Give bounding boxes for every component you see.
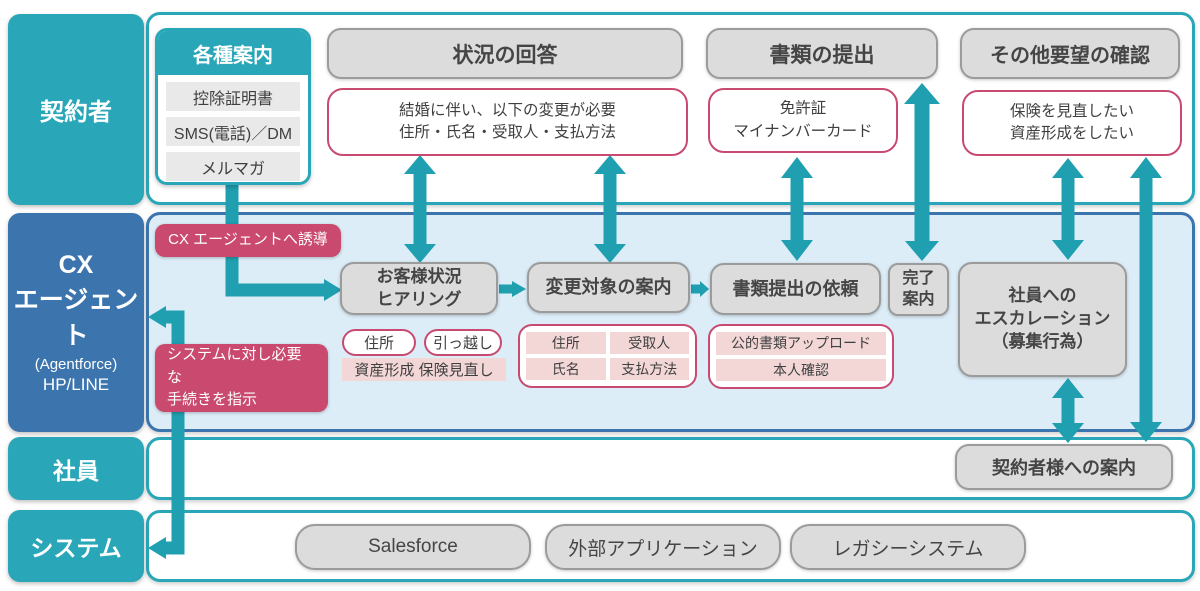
change-cell-address: 住所 — [526, 332, 606, 354]
tag-asset-insurance-strip: 資産形成 保険見直し — [342, 358, 506, 381]
change-cell-beneficiary: 受取人 — [609, 332, 689, 354]
contractor-guidance-text: 契約者様への案内 — [992, 458, 1136, 478]
escalation-line3: （募集行為） — [991, 331, 1094, 351]
cx-label-line4: HP/LINE — [42, 374, 110, 394]
lane-label-contractor: 契約者 — [8, 14, 144, 205]
various-guidance-box: 各種案内 控除証明書 SMS(電話)／DM メルマガ — [155, 28, 311, 185]
external-app-text: 外部アプリケーション — [568, 538, 758, 560]
change-target-title: 変更対象の案内 — [545, 277, 672, 298]
cx-label-line1: CX — [58, 250, 94, 279]
various-guidance-title: 各種案内 — [158, 31, 308, 75]
instruct-system-box: システムに対し必要な 手続きを指示 — [155, 344, 328, 412]
completion-guide-box: 完了 案内 — [888, 263, 949, 316]
escalation-line2: エスカレーション — [974, 309, 1111, 329]
guide-to-cx-agent-label: CX エージェントへ誘導 — [155, 224, 341, 257]
guidance-item-mailmag: メルマガ — [166, 152, 300, 181]
status-note-line1: 結婚に伴い、以下の変更が必要 — [398, 101, 616, 119]
instruct-line1: システムに対し必要な — [167, 346, 302, 386]
other-requests-note: 保険を見直したい 資産形成をしたい — [962, 90, 1182, 156]
tag-moving: 引っ越し — [424, 329, 502, 356]
hearing-line2: ヒアリング — [376, 289, 462, 309]
document-submission-header: 書類の提出 — [706, 28, 938, 79]
change-target-detail-box: 住所 受取人 氏名 支払方法 — [518, 324, 697, 388]
lane-label-staff-text: 社員 — [53, 457, 99, 484]
docs-row-upload: 公的書類アップロード — [716, 332, 886, 355]
escalation-line1: 社員への — [1008, 286, 1077, 306]
other-note-line1: 保険を見直したい — [1009, 102, 1134, 120]
document-submission-header-text: 書類の提出 — [769, 43, 875, 67]
lane-label-contractor-text: 契約者 — [40, 99, 112, 126]
guidance-item-sms-dm: SMS(電話)／DM — [166, 117, 300, 146]
tag-asset-insurance-text: 資産形成 保険見直し — [354, 362, 494, 379]
change-cell-payment: 支払方法 — [609, 358, 689, 380]
status-note-line2: 住所・氏名・受取人・支払方法 — [398, 124, 616, 141]
cx-label-line3: (Agentforce) — [34, 355, 118, 373]
guide-to-cx-agent-text: CX エージェントへ誘導 — [168, 231, 328, 249]
docs-note-line2: マイナンバーカード — [733, 122, 873, 140]
lane-label-system-text: システム — [30, 535, 122, 561]
docs-request-box: 書類提出の依頼 — [710, 263, 881, 315]
other-note-line2: 資産形成をしたい — [1009, 125, 1134, 142]
docs-request-detail-box: 公的書類アップロード 本人確認 — [708, 324, 894, 389]
lane-label-system: システム — [8, 510, 144, 582]
guidance-item-deduction-cert: 控除証明書 — [166, 82, 300, 111]
cx-label-line2: エージェント — [13, 285, 139, 350]
tag-address: 住所 — [342, 329, 416, 356]
instruct-line2: 手続きを指示 — [167, 391, 258, 409]
system-box-legacy: レガシーシステム — [790, 524, 1026, 570]
docs-row-identity: 本人確認 — [716, 358, 886, 381]
tag-moving-text: 引っ越し — [432, 335, 493, 352]
hearing-line1: お客様状況 — [376, 266, 462, 286]
other-requests-header: その他要望の確認 — [960, 28, 1180, 79]
status-answer-header: 状況の回答 — [327, 28, 683, 79]
status-answer-header-text: 状況の回答 — [452, 43, 558, 67]
other-requests-header-text: その他要望の確認 — [990, 45, 1150, 67]
customer-hearing-box: お客様状況 ヒアリング — [340, 262, 498, 315]
completion-line1: 完了 — [902, 269, 935, 287]
change-cell-name: 氏名 — [526, 358, 606, 380]
docs-request-title: 書類提出の依頼 — [732, 278, 859, 299]
lane-label-staff: 社員 — [8, 437, 144, 500]
lane-label-cx-agent: CX エージェント (Agentforce) HP/LINE — [8, 213, 144, 432]
completion-line2: 案内 — [902, 290, 935, 308]
change-target-box: 変更対象の案内 — [527, 262, 690, 313]
tag-address-text: 住所 — [363, 335, 394, 352]
salesforce-text: Salesforce — [368, 536, 458, 557]
status-answer-note: 結婚に伴い、以下の変更が必要 住所・氏名・受取人・支払方法 — [327, 88, 688, 156]
legacy-system-text: レガシーシステム — [832, 538, 984, 560]
staff-escalation-box: 社員への エスカレーション （募集行為） — [958, 262, 1127, 377]
system-box-salesforce: Salesforce — [295, 524, 531, 570]
document-submission-note: 免許証 マイナンバーカード — [708, 88, 898, 153]
system-box-external-app: 外部アプリケーション — [545, 524, 781, 570]
contractor-guidance-box: 契約者様への案内 — [955, 444, 1173, 490]
docs-note-line1: 免許証 — [779, 100, 827, 118]
